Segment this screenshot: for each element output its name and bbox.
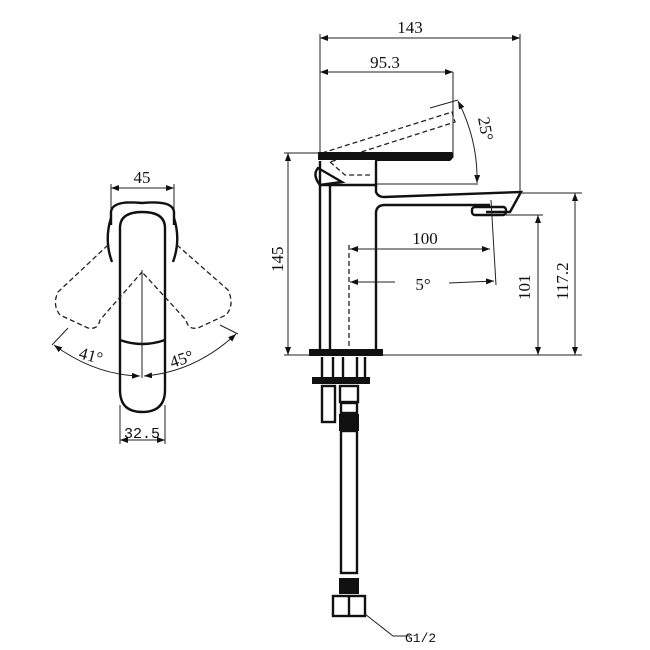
handle-top: [109, 201, 176, 225]
label-101: 101: [515, 275, 534, 301]
label-45: 45: [134, 168, 151, 187]
under-deck-assembly: G1/2: [312, 357, 436, 646]
label-5-deg: 5°: [415, 275, 430, 294]
dimension-lever-angle: 25°: [375, 99, 497, 185]
dimension-outlet-height: 101: [505, 214, 543, 355]
label-100: 100: [412, 229, 438, 248]
dimension-overall-length: 143: [319, 18, 521, 192]
lever: [318, 152, 454, 161]
label-95-3: 95.3: [370, 53, 400, 72]
handle-sides: [106, 217, 179, 263]
label-45-deg: 45°: [167, 346, 196, 371]
lever-housing: [318, 161, 378, 187]
faucet-body-front: [118, 210, 167, 414]
dimension-spout-reach: 100: [348, 229, 490, 350]
front-view: 45 41° 45° 32.5: [51, 168, 239, 444]
dimension-body-width: 32.5: [119, 405, 166, 444]
label-connection-thread: G1/2: [405, 631, 436, 646]
dimension-lever-length: 95.3: [320, 53, 454, 158]
dimension-total-height: 145: [268, 152, 320, 356]
label-32-5: 32.5: [124, 426, 160, 443]
label-41-deg: 41°: [77, 344, 105, 369]
body-left-wall: [318, 185, 332, 350]
handle-swing-left: [54, 244, 143, 329]
flexible-hose: [339, 429, 359, 575]
dimension-swing-angles: 41° 45°: [51, 324, 239, 379]
side-view: 143 95.3 25°: [268, 18, 582, 646]
spout: [374, 185, 524, 350]
raised-lever-outline: [321, 111, 456, 163]
dimension-spout-tilt: 5°: [350, 199, 497, 294]
label-145: 145: [268, 247, 287, 273]
base-plate: [309, 349, 383, 356]
dimension-handle-width: 45: [110, 168, 175, 212]
label-143: 143: [397, 18, 423, 37]
aerator: [470, 205, 508, 217]
raised-lever-hidden: [329, 161, 370, 176]
label-25-deg: 25°: [474, 115, 497, 142]
label-117-2: 117.2: [553, 262, 572, 300]
handle-swing-right: [141, 244, 232, 329]
dimension-spout-top-height: 117.2: [520, 192, 582, 355]
